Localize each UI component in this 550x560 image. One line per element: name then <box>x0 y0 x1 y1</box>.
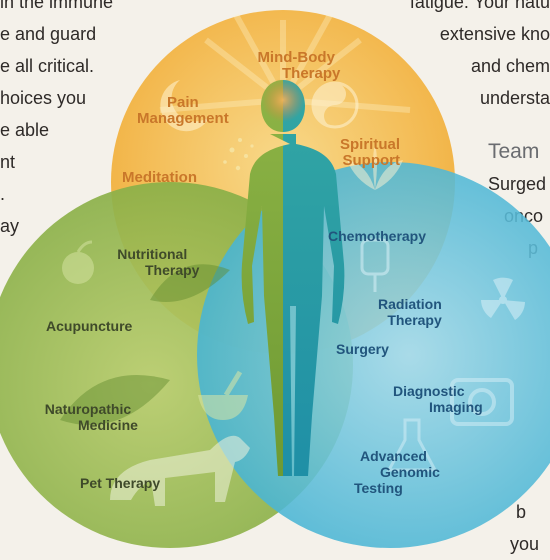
spiritual-support-label: Spiritual Support <box>340 136 401 169</box>
mind-body-therapy-label: Mind-Body Therapy <box>257 49 341 82</box>
team-heading: Team <box>488 140 540 163</box>
text-line: nt <box>0 152 16 172</box>
text-line: Surged <box>488 174 547 194</box>
advanced-genomic-testing-label: Advanced Genomic Testing <box>354 448 440 496</box>
text-line: and chem <box>470 56 550 76</box>
text-line: extensive kno <box>439 24 550 44</box>
head-glow <box>261 78 305 122</box>
text-line: ay <box>0 216 20 236</box>
right-column-text: fatigue. Your natu extensive kno and che… <box>410 0 550 114</box>
nutritional-therapy-label: Nutritional Therapy <box>117 246 200 278</box>
text-line: b <box>516 502 527 522</box>
mortar-pestle-icon <box>198 370 248 420</box>
surgery-label: Surgery <box>336 341 389 357</box>
naturopathic-medicine-label: Naturopathic Medicine <box>44 401 138 433</box>
moon-icon <box>160 80 210 132</box>
text-line: in the immune <box>0 0 114 12</box>
human-figure <box>223 78 345 476</box>
chemotherapy-label: Chemotherapy <box>328 228 427 244</box>
flask-icon <box>386 418 438 472</box>
text-line: e and guard <box>0 24 97 44</box>
text-line: e all critical. <box>0 56 95 76</box>
iv-bag-icon <box>360 238 390 292</box>
pain-management-label: Pain Management <box>137 94 229 127</box>
radiation-therapy-label: Radiation Therapy <box>378 296 442 328</box>
meditation-label: Meditation <box>122 169 197 186</box>
dog-icon <box>110 435 250 506</box>
acupuncture-label: Acupuncture <box>46 318 133 334</box>
text-line: e able <box>0 120 50 140</box>
yin-yang-icon <box>311 81 359 129</box>
radiation-icon <box>481 277 525 320</box>
pet-therapy-label: Pet Therapy <box>80 475 161 491</box>
left-column-text: in the immune e and guard e all critical… <box>0 0 113 242</box>
text-line: . <box>0 184 6 204</box>
text-line: hoices you <box>0 88 87 108</box>
apple-icon <box>62 240 94 284</box>
venn-diagram <box>0 10 550 548</box>
text-line: understa <box>479 88 550 108</box>
leaf-icon <box>60 264 230 425</box>
lotus-icon <box>347 144 403 190</box>
diagnostic-imaging-label: Diagnostic Imaging <box>393 383 483 415</box>
scanner-icon <box>450 378 514 426</box>
sparkle-dots <box>223 138 254 171</box>
text-line: fatigue. Your natu <box>409 0 550 12</box>
